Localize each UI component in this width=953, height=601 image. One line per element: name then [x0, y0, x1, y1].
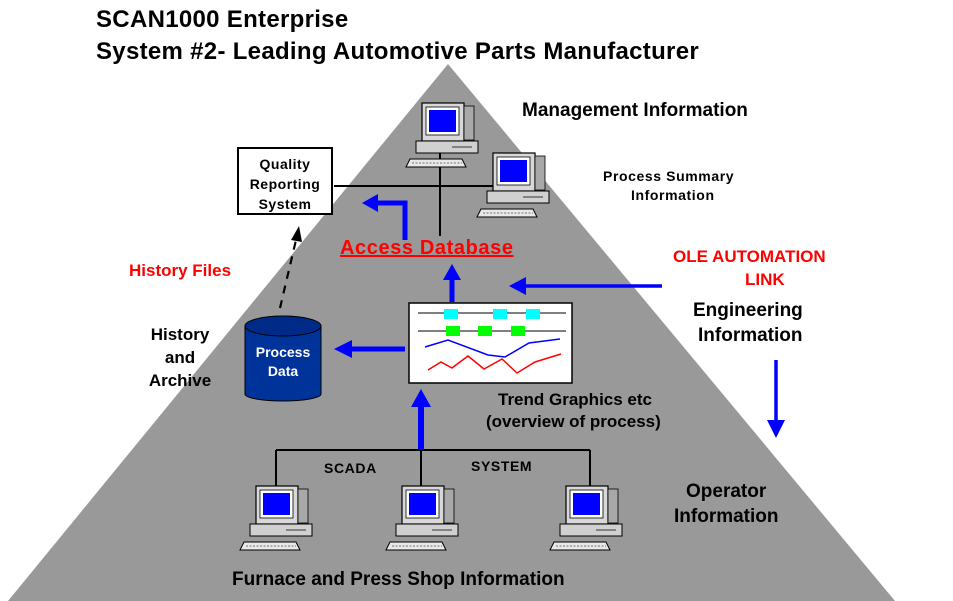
management-information-label: Management Information [522, 100, 748, 121]
process-summary-label-2: Information [631, 187, 715, 203]
process-data-label-2: Data [267, 363, 299, 379]
access-database-label: Access Database [340, 237, 514, 259]
trend-graphics-icon [408, 302, 573, 384]
arrow-trend-to-processdata [334, 340, 405, 358]
trend-graphics-label-2: (overview of process) [486, 412, 661, 431]
page-title: SCAN1000 Enterprise [96, 6, 349, 33]
page-subtitle: System #2- Leading Automotive Parts Manu… [96, 38, 699, 65]
process-summary-label-1: Process Summary [603, 168, 735, 184]
arrow-trend-to-access [443, 264, 461, 302]
ole-automation-label-2: LINK [745, 270, 785, 289]
quality-reporting-line-1: Quality [259, 156, 311, 172]
trend-graphics-label-1: Trend Graphics etc [498, 390, 652, 409]
scada-label: SCADA [324, 460, 377, 476]
operator-information-label-1: Operator [686, 481, 767, 502]
history-files-label: History Files [129, 261, 232, 280]
arrow-ole-to-access [509, 277, 662, 295]
process-data-label-1: Process [255, 344, 311, 360]
quality-reporting-line-3: System [258, 196, 312, 212]
history-files-dashed-line [278, 239, 298, 309]
engineering-information-label-2: Information [698, 325, 803, 346]
ole-automation-label-1: OLE AUTOMATION [673, 247, 826, 266]
operator-information-label-2: Information [674, 506, 779, 527]
quality-reporting-line-2: Reporting [249, 176, 321, 192]
system-label: SYSTEM [471, 458, 533, 474]
quality-reporting-box: Quality Reporting System [237, 147, 333, 215]
bottom-caption: Furnace and Press Shop Information [232, 569, 565, 590]
history-archive-label-2: and [164, 348, 196, 367]
history-archive-label-1: History [150, 325, 210, 344]
arrow-scada-to-trend [411, 389, 431, 450]
arrow-engineering-down [767, 360, 785, 438]
history-archive-label-3: Archive [148, 371, 212, 390]
engineering-information-label-1: Engineering [693, 300, 803, 321]
history-files-arrowhead [291, 226, 302, 242]
arrow-access-to-quality [362, 194, 408, 240]
database-cylinder-icon [244, 315, 322, 402]
process-data-label: Process Data [245, 343, 321, 381]
